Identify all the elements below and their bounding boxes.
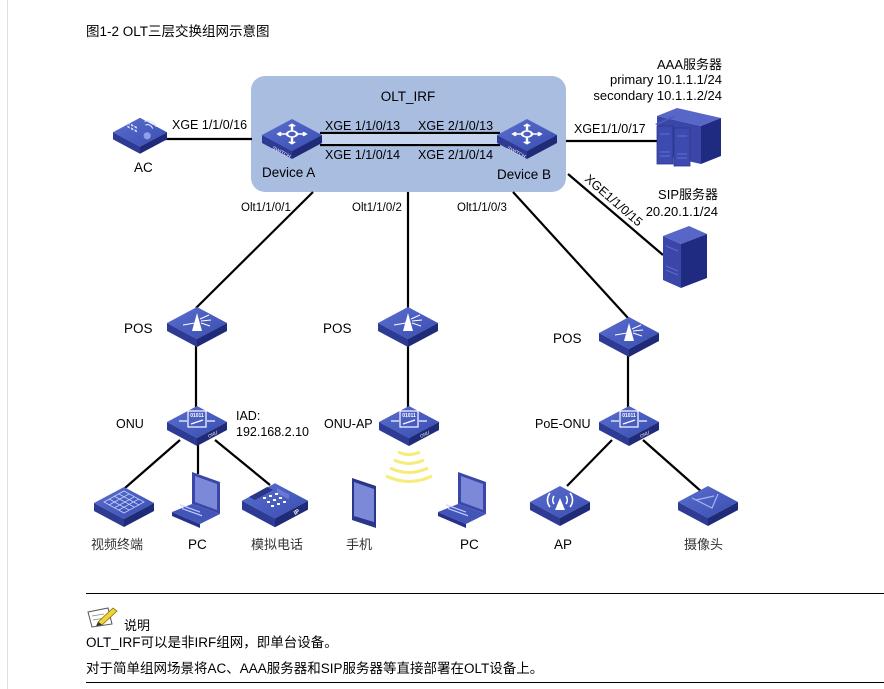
svg-text:ONU: ONU: [207, 429, 219, 438]
pos-1-label: POS: [124, 321, 153, 336]
link-label-b14: XGE 2/1/0/14: [418, 148, 493, 162]
onu-icon: 01011 ONU: [379, 406, 439, 446]
figure-title: 图1-2 OLT三层交换组网示意图: [86, 24, 270, 39]
sip-server-label: SIP服务器: [658, 187, 718, 202]
note-heading-text: 说明: [124, 618, 151, 633]
pos-2-label: POS: [323, 321, 352, 336]
splitter-icon: [378, 307, 438, 347]
pos-3-label: POS: [553, 331, 582, 346]
link-label-olt3: Olt1/1/0/3: [457, 202, 507, 214]
link-label-b13: XGE 2/1/0/13: [418, 119, 493, 133]
links: [124, 131, 704, 494]
onu-1-iad-ip: 192.168.2.10: [236, 425, 309, 439]
pc-1-label: PC: [188, 537, 207, 552]
camera-icon: [678, 486, 738, 526]
note-bottom-divider: [86, 682, 884, 683]
olt-irf-label: OLT_IRF: [381, 89, 436, 104]
analog-phone-label: 模拟电话: [251, 538, 303, 553]
link-label-a13: XGE 1/1/0/13: [325, 119, 400, 133]
mobile-phone-icon: [352, 478, 376, 528]
svg-text:ONU: ONU: [419, 429, 431, 438]
server-icon: [663, 226, 707, 288]
link-label-sip: XGE1/1/0/15: [582, 172, 645, 230]
access-controller-icon: [113, 117, 167, 154]
link-onu1-video: [124, 439, 181, 489]
onu-3-label: PoE-ONU: [535, 417, 591, 431]
note-line-1: OLT_IRF可以是非IRF组网，即单台设备。: [86, 635, 338, 650]
irf-link-band: [320, 134, 500, 144]
svg-text:01011: 01011: [622, 413, 636, 419]
device-a-label: Device A: [262, 165, 315, 180]
note-pencil-icon: [86, 606, 120, 633]
splitter-icon: [167, 307, 227, 347]
link-device-b-sip: [567, 173, 664, 256]
ip-phone-icon: IP: [242, 483, 308, 528]
link-onu1-phone: [214, 439, 271, 486]
network-diagram: OLT_IRF XGE 1/1/0/16 XGE 1/1/0/13 XGE 2/…: [91, 57, 738, 553]
server-cluster-icon: [655, 108, 721, 167]
link-device-a-pos1: [195, 191, 314, 309]
video-terminal-icon: [94, 487, 154, 527]
pc-2-label: PC: [460, 537, 479, 552]
svg-text:ONU: ONU: [639, 429, 651, 438]
aaa-server-label-text: AAA服务器: [657, 57, 722, 72]
ap-label: AP: [554, 537, 572, 552]
onu-icon: 01011 ONU: [599, 406, 659, 446]
link-onu3-camera: [642, 439, 704, 494]
note-heading: 说明: [86, 606, 150, 633]
aaa-secondary-ip: secondary 10.1.1.2/24: [593, 88, 722, 103]
svg-text:01011: 01011: [402, 413, 416, 419]
link-device-b-pos3: [512, 191, 629, 319]
ac-label: AC: [134, 160, 153, 175]
svg-text:01011: 01011: [190, 413, 204, 419]
svg-text:IP: IP: [293, 509, 301, 517]
splitter-icon: [599, 317, 659, 357]
access-point-icon: [530, 486, 590, 526]
link-label-a14: XGE 1/1/0/14: [325, 148, 400, 162]
note-line-2: 对于简单组网场景将AC、AAA服务器和SIP服务器等直接部署在OLT设备上。: [86, 661, 544, 676]
link-label-olt2: Olt1/1/0/2: [352, 202, 402, 214]
device-b-label: Device B: [497, 167, 551, 182]
link-label-aaa: XGE1/1/0/17: [574, 122, 646, 136]
video-terminal-label: 视频终端: [91, 537, 143, 553]
onu-1-iad-label: IAD:: [236, 409, 260, 423]
link-onu3-ap: [566, 439, 613, 487]
laptop-icon: [438, 472, 486, 528]
note-top-divider: [86, 593, 884, 594]
onu-1-label: ONU: [116, 417, 144, 431]
wireless-signal-icon: [385, 450, 433, 483]
sip-server-ip: 20.20.1.1/24: [646, 204, 718, 219]
aaa-primary-ip: primary 10.1.1.1/24: [610, 72, 722, 87]
mobile-label: 手机: [346, 538, 372, 553]
camera-label: 摄像头: [684, 538, 723, 553]
page-left-border: [7, 0, 8, 689]
onu-icon: 01011 ONU: [167, 406, 227, 446]
link-label-olt1: Olt1/1/0/1: [241, 202, 291, 214]
laptop-icon: [172, 472, 220, 528]
link-label-ac: XGE 1/1/0/16: [172, 118, 247, 132]
onu-2-label: ONU-AP: [324, 417, 373, 431]
aaa-server-label: AAA服务器: [657, 57, 722, 72]
